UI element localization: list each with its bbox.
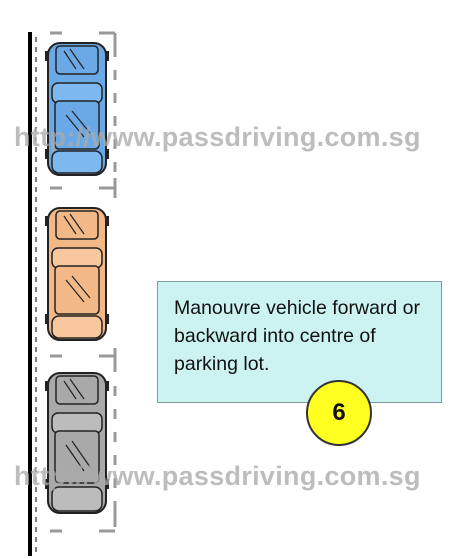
car-orange (45, 207, 109, 341)
car-grey (45, 372, 109, 514)
instruction-line-3: parking lot. (174, 353, 270, 375)
car-blue (45, 42, 109, 176)
instruction-line-1: Manouvre vehicle forward or (174, 297, 421, 319)
instruction-line-2: backward into centre of (174, 325, 376, 347)
parking-lot-lines (50, 31, 117, 533)
watermark-top: http://www.passdriving.com.sg (14, 122, 421, 152)
step-number-badge: 6 (306, 380, 372, 446)
instruction-note: Manouvre vehicle forward or backward int… (157, 281, 442, 403)
watermark-bottom: http://www.passdriving.com.sg (14, 461, 421, 491)
